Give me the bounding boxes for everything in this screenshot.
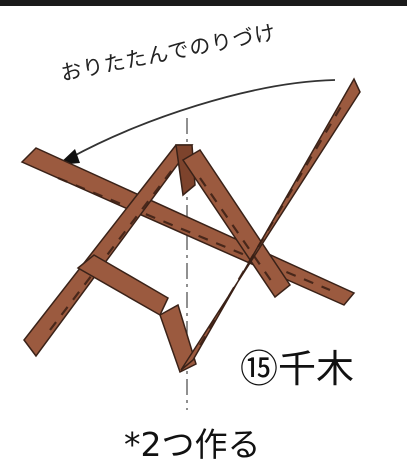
fold-arrow <box>70 80 335 158</box>
step-title: ⑮千木 <box>240 338 354 393</box>
stick-long-rising <box>181 79 360 370</box>
make-two-note: *2つ作る <box>124 418 261 466</box>
stick-cross-left <box>78 255 168 315</box>
